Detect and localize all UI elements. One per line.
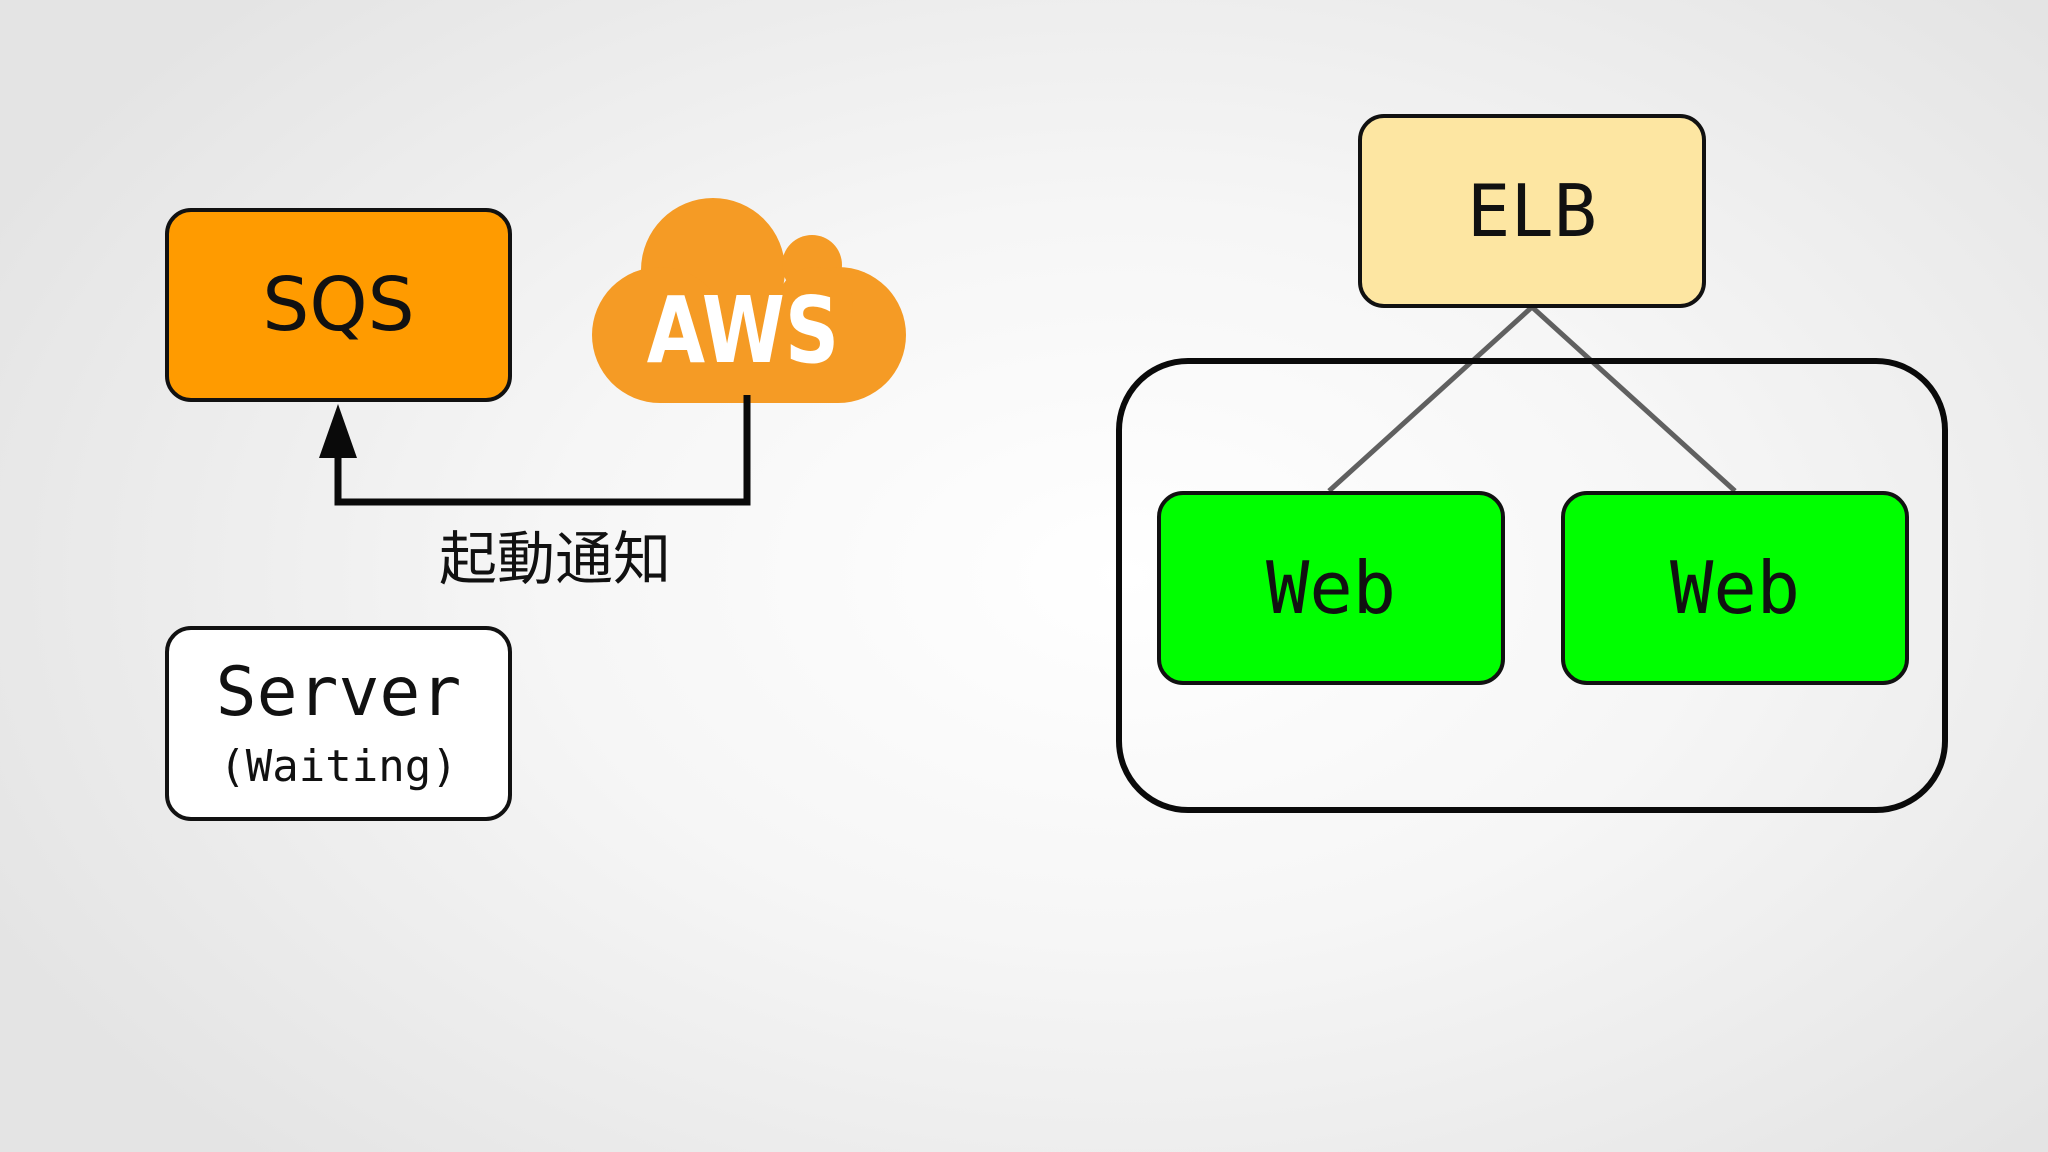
web-server-group xyxy=(1116,358,1948,813)
sqs-label: SQS xyxy=(262,262,415,348)
server-label: Server xyxy=(215,652,462,732)
elb-label: ELB xyxy=(1466,169,1598,253)
aws-to-sqs-arrow xyxy=(319,395,751,506)
start-notification-label: 起動通知 xyxy=(438,525,671,593)
elb-to-web-2-line xyxy=(1530,305,1737,493)
aws-cloud-icon: AWS xyxy=(592,198,906,403)
web-label: Web xyxy=(1669,546,1801,630)
web-label: Web xyxy=(1265,546,1397,630)
server-status: (Waiting) xyxy=(219,740,458,792)
aws-logo-text: AWS xyxy=(647,277,840,384)
web-node-1: Web xyxy=(1157,491,1505,685)
elb-node: ELB xyxy=(1358,114,1706,308)
elb-to-web-connectors xyxy=(1327,305,1737,493)
sqs-node: SQS xyxy=(165,208,512,402)
web-node-2: Web xyxy=(1561,491,1909,685)
server-node: Server (Waiting) xyxy=(165,626,512,821)
elb-to-web-1-line xyxy=(1327,305,1534,493)
